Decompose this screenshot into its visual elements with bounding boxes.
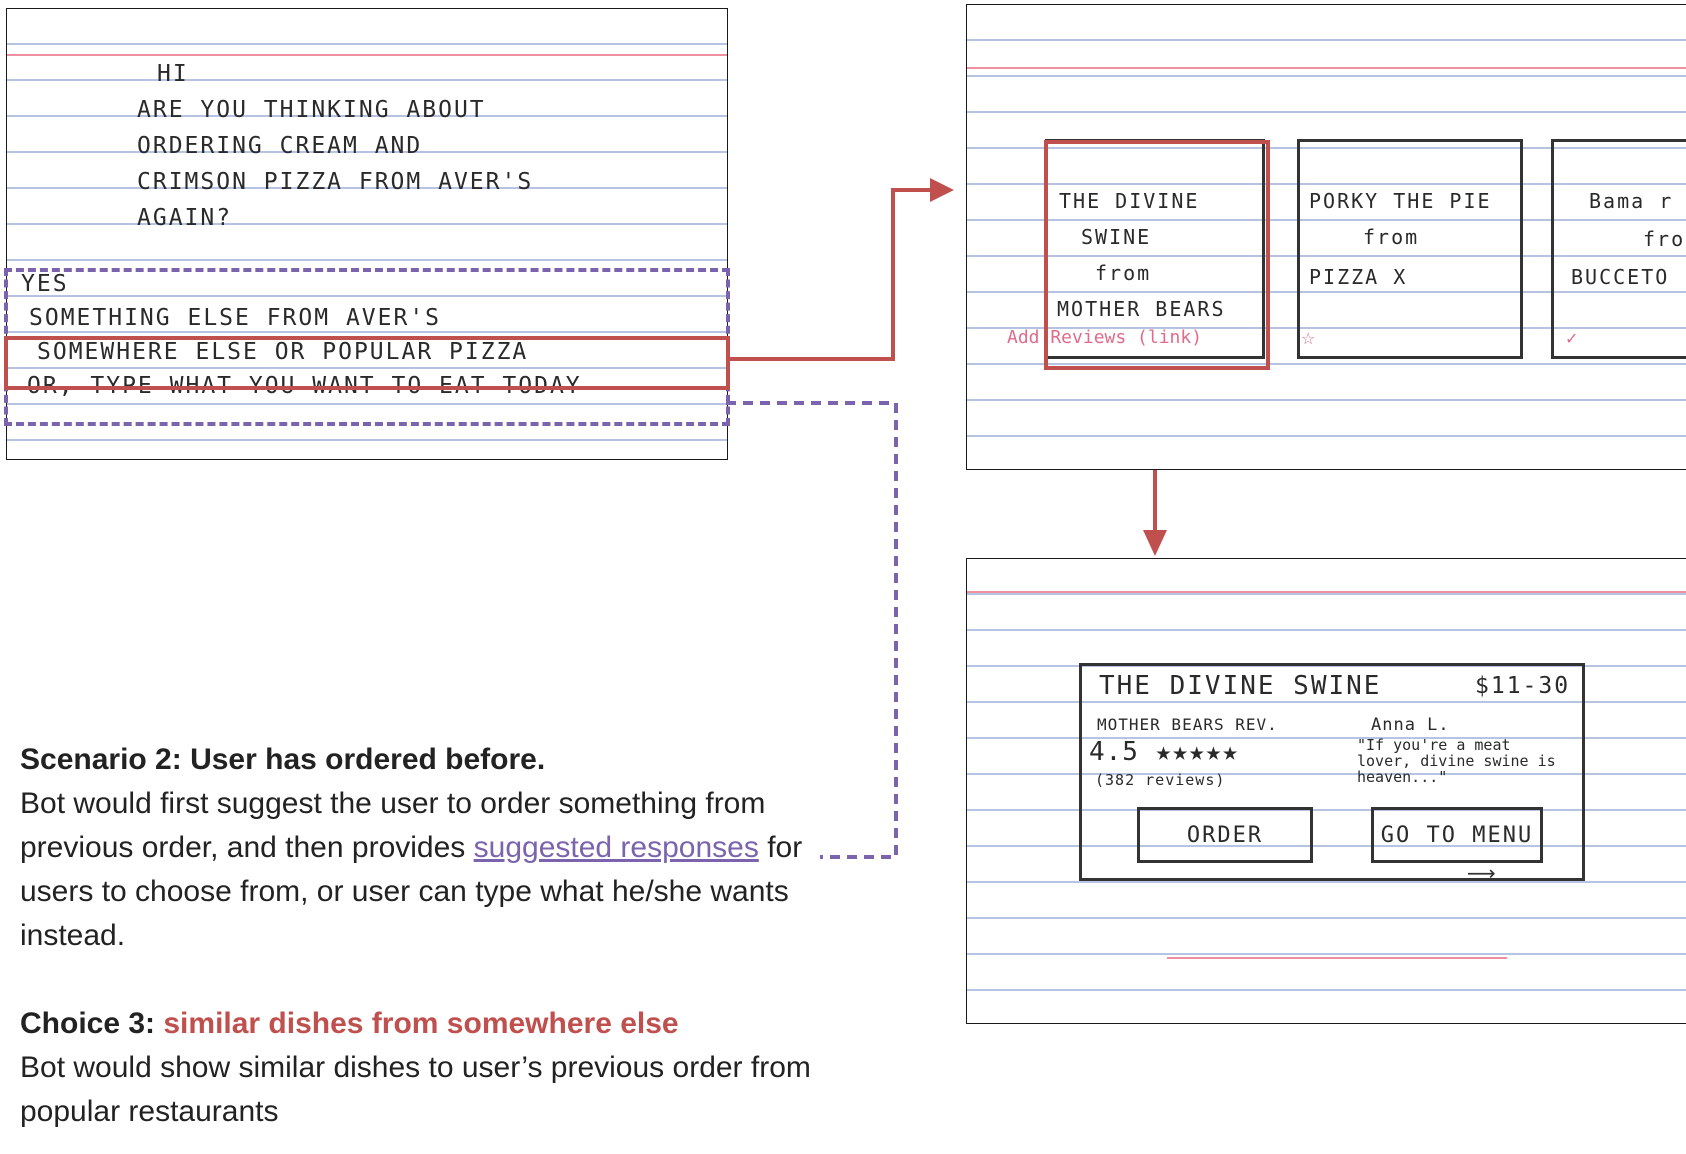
red-connector xyxy=(726,188,938,361)
review-source-label: MOTHER BEARS REV. xyxy=(1097,715,1278,734)
reviewer-name: Anna L. xyxy=(1371,715,1450,735)
tile-2-star-icon: ☆ xyxy=(1301,329,1316,348)
review-count: (382 reviews) xyxy=(1095,771,1226,789)
dish-title: THE DIVINE SWINE xyxy=(1099,671,1382,701)
choice-text: Bot would show similar dishes to user’s … xyxy=(20,1051,811,1128)
tile-1-line-1: THE DIVINE xyxy=(1059,189,1200,213)
description-block: Scenario 2: User has ordered before. Bot… xyxy=(20,738,860,1134)
red-arrowhead-right xyxy=(930,178,954,202)
tile-1-line-2: SWINE xyxy=(1081,225,1152,249)
greeting-line-2: ARE YOU THINKING ABOUT xyxy=(137,97,486,123)
detail-sketch-card: THE DIVINE SWINE $11-30 MOTHER BEARS REV… xyxy=(966,558,1686,1024)
order-button[interactable]: ORDER xyxy=(1137,807,1313,863)
tile-1-line-4: MOTHER BEARS xyxy=(1057,297,1226,321)
card-margin-line xyxy=(967,67,1686,69)
scenario-text-b: for users to choose from, or user can ty… xyxy=(20,831,803,952)
chat-sketch-card: HI ARE YOU THINKING ABOUT ORDERING CREAM… xyxy=(6,8,728,460)
suggested-responses-link[interactable]: suggested responses xyxy=(473,831,759,864)
greeting-line-1: HI xyxy=(157,61,189,87)
carousel-sketch-card: THE DIVINE SWINE from MOTHER BEARS Add R… xyxy=(966,4,1686,470)
scenario-text-a: Bot would first suggest the user to orde… xyxy=(20,787,766,864)
rating-stars: 4.5 ★★★★★ xyxy=(1089,737,1239,767)
option-yes[interactable]: YES xyxy=(21,271,69,297)
greeting-line-3: ORDERING CREAM AND xyxy=(137,133,423,159)
card-margin-line xyxy=(7,54,727,56)
option-something-else[interactable]: SOMETHING ELSE FROM AVER'S xyxy=(29,305,442,331)
scroll-arrow-icon: ⟶ xyxy=(1467,861,1496,885)
greeting-line-4: CRIMSON PIZZA FROM AVER'S xyxy=(137,169,534,195)
selected-tile-highlight xyxy=(1044,140,1270,370)
restaurant-tile-3[interactable] xyxy=(1551,139,1686,359)
scenario-body: Bot would first suggest the user to orde… xyxy=(20,782,860,958)
dish-price: $11-30 xyxy=(1475,673,1571,699)
choice-heading: Choice 3: similar dishes from somewhere … xyxy=(20,1002,860,1046)
tile-3-check-icon: ✓ xyxy=(1565,329,1579,348)
tile-3-line-2: fron xyxy=(1643,227,1686,251)
greeting-line-5: AGAIN? xyxy=(137,205,233,231)
scenario-title: Scenario 2: User has ordered before. xyxy=(20,743,546,776)
tile-3-line-1: Bama r xyxy=(1589,189,1674,213)
tile-3-line-3: BUCCETO xyxy=(1571,265,1670,289)
restaurant-tile-2[interactable] xyxy=(1297,139,1523,359)
card-bottom-line xyxy=(1167,957,1507,959)
choice-highlight: similar dishes from somewhere else xyxy=(163,1007,679,1040)
tile-2-line-2: from xyxy=(1363,225,1420,249)
card-margin-line xyxy=(967,591,1686,593)
option-somewhere-else[interactable]: SOMEWHERE ELSE OR POPULAR PIZZA xyxy=(37,339,529,365)
selected-option-highlight xyxy=(4,336,730,390)
go-to-menu-button[interactable]: GO TO MENU xyxy=(1371,807,1543,863)
tile-1-line-3: from xyxy=(1095,261,1152,285)
red-arrowhead-down xyxy=(1143,530,1167,556)
choice-label: Choice 3: xyxy=(20,1007,156,1040)
tile-2-line-3: PIZZA X xyxy=(1309,265,1408,289)
dish-detail-panel xyxy=(1079,663,1585,881)
add-reviews-link[interactable]: Add Reviews (link) xyxy=(1007,327,1203,348)
review-quote: "If you're a meat lover, divine swine is… xyxy=(1357,736,1556,786)
tile-2-line-1: PORKY THE PIE xyxy=(1309,189,1492,213)
